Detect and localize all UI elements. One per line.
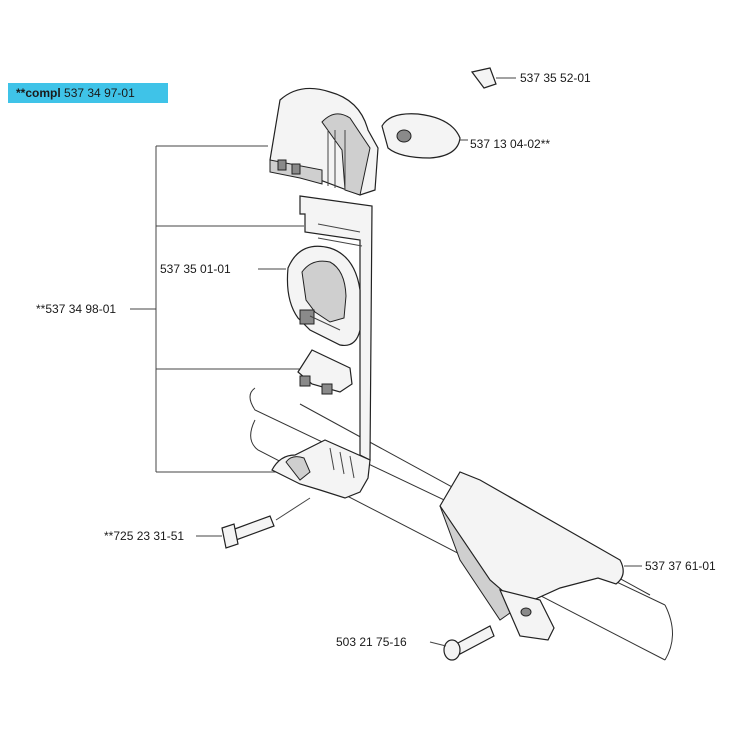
label-537-35-01-01: 537 35 01-01: [160, 262, 231, 276]
highlight-bar: [8, 83, 168, 103]
gasket-plate: [299, 195, 373, 461]
kit-label: **compl 537 34 97-01: [16, 86, 135, 100]
lower-clamp: [271, 439, 371, 499]
label-503-21-75-16: 503 21 75-16: [336, 635, 407, 649]
label-537-34-98-01: **537 34 98-01: [36, 302, 117, 316]
label-537-37-61-01: 537 37 61-01: [645, 559, 716, 573]
loop-part: [258, 245, 361, 347]
knob-part: [381, 113, 468, 159]
label-537-13-04-02: 537 13 04-02**: [470, 137, 551, 151]
screw-bottom: [429, 625, 495, 661]
top-housing: [269, 87, 379, 196]
screw-left: [196, 497, 311, 549]
label-537-35-52-01: 537 35 52-01: [520, 71, 591, 85]
assembly-bracket: [130, 145, 304, 473]
handle-part: [439, 471, 642, 641]
label-725-23-31-51: **725 23 31-51: [104, 529, 185, 543]
clamp-insert: [297, 349, 353, 395]
small-clip-part: [470, 67, 516, 89]
